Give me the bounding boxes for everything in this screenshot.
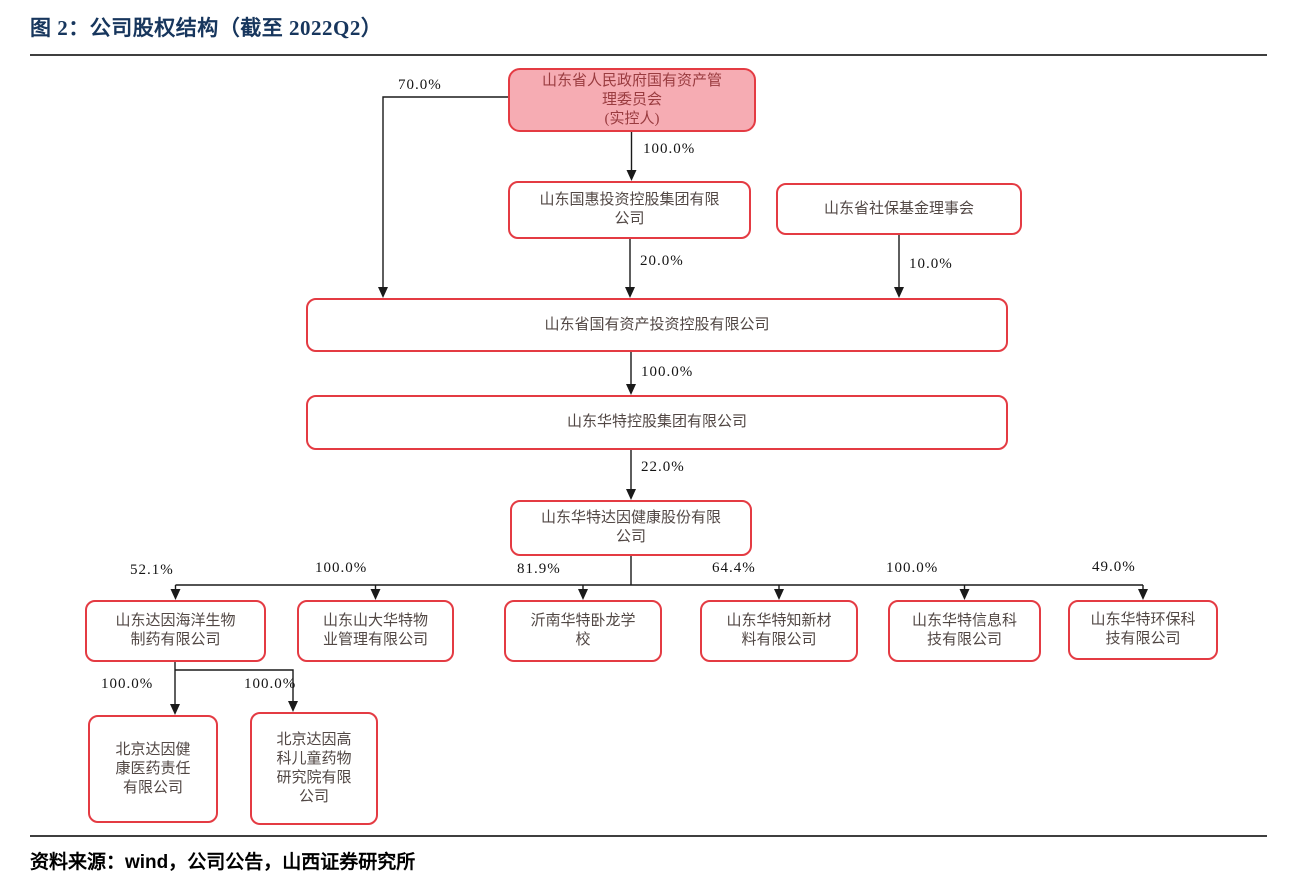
node-shandong-guohui-investment: 山东国惠投资控股集团有限 公司 — [508, 181, 751, 239]
node-beijing-dayin-gaoke-children-drug-institute: 北京达因高 科儿童药物 研究院有限 公司 — [250, 712, 378, 825]
node-shandong-huate-env-tech: 山东华特环保科 技有限公司 — [1068, 600, 1218, 660]
node-shandong-huate-info-tech: 山东华特信息科 技有限公司 — [888, 600, 1041, 662]
node-shandong-huate-holding-group: 山东华特控股集团有限公司 — [306, 395, 1008, 450]
node-shandong-huate-zhixin-materials: 山东华特知新材 料有限公司 — [700, 600, 858, 662]
node-shandong-shanda-huate-property: 山东山大华特物 业管理有限公司 — [297, 600, 454, 662]
ownership-pct-sasac-to-guoyou: 70.0% — [398, 77, 442, 93]
ownership-pct-dayin-to-marine: 52.1% — [130, 562, 174, 578]
ownership-pct-dayin-to-envtech: 49.0% — [1092, 559, 1136, 575]
ownership-pct-huate-to-dayin: 22.0% — [641, 459, 685, 475]
ownership-pct-guohui-to-guoyou: 20.0% — [640, 253, 684, 269]
node-shandong-dayin-marine-bio-pharma: 山东达因海洋生物 制药有限公司 — [85, 600, 266, 662]
top-divider — [30, 54, 1267, 56]
node-shandong-social-security-fund-council: 山东省社保基金理事会 — [776, 183, 1022, 235]
ownership-pct-dayin-to-property: 100.0% — [315, 560, 368, 576]
node-shandong-huate-dayin-health: 山东华特达因健康股份有限 公司 — [510, 500, 752, 556]
ownership-pct-dayin-to-zhixin: 64.4% — [712, 560, 756, 576]
source-note: 资料来源：wind，公司公告，山西证券研究所 — [30, 852, 416, 873]
ownership-pct-guoyou-to-huate: 100.0% — [641, 364, 694, 380]
ownership-pct-dayin-to-school: 81.9% — [517, 561, 561, 577]
bottom-divider — [30, 835, 1267, 837]
node-shandong-state-owned-assets-investment: 山东省国有资产投资控股有限公司 — [306, 298, 1008, 352]
node-yinan-huate-wolong-school: 沂南华特卧龙学 校 — [504, 600, 662, 662]
ownership-pct-marine-to-bjgaoke: 100.0% — [244, 676, 297, 692]
ownership-pct-sasac-to-guohui: 100.0% — [643, 141, 696, 157]
ownership-pct-dayin-to-infotech: 100.0% — [886, 560, 939, 576]
node-shandong-sasac-controller: 山东省人民政府国有资产管 理委员会 (实控人) — [508, 68, 756, 132]
figure-title: 图 2：公司股权结构（截至 2022Q2） — [30, 16, 383, 40]
ownership-pct-shebao-to-guoyou: 10.0% — [909, 256, 953, 272]
ownership-pct-marine-to-bjhealth: 100.0% — [101, 676, 154, 692]
node-beijing-dayin-health-pharma: 北京达因健 康医药责任 有限公司 — [88, 715, 218, 823]
